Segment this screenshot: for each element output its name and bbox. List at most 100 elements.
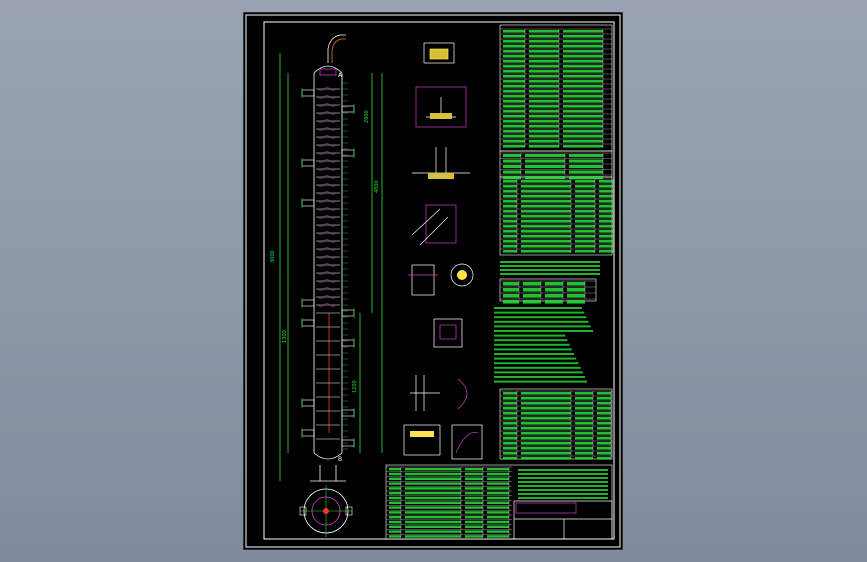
tray-bubble-cap <box>317 87 337 91</box>
table-cell-text <box>575 447 593 450</box>
table-cell-text <box>521 432 571 435</box>
table-cell-text <box>405 501 461 504</box>
nozzle <box>301 429 315 437</box>
table-cell-text <box>503 200 517 203</box>
tray-bubble-cap <box>317 103 337 107</box>
tray-bubble-cap <box>317 135 337 139</box>
table-cell-text <box>487 477 509 480</box>
column-elevation <box>279 34 383 482</box>
table-cell-text <box>575 245 595 248</box>
table-cell-text <box>563 125 603 128</box>
table-cell-text <box>487 501 509 504</box>
table-cell-text <box>599 220 613 223</box>
title-block-line <box>518 473 608 475</box>
tray-bubble-cap <box>317 127 337 131</box>
table-cell-text <box>503 250 517 253</box>
table-cell-text <box>521 190 571 193</box>
table-cell-text <box>465 525 483 528</box>
title-block-line <box>518 481 608 483</box>
title-block <box>513 500 613 540</box>
table-cell-text <box>599 200 613 203</box>
column-nozzles <box>301 82 355 450</box>
table-cell-text <box>521 235 571 238</box>
detail-views <box>403 42 483 460</box>
table-cell-text <box>465 472 483 476</box>
table-cell-text <box>575 210 595 213</box>
table-cell-text <box>405 520 461 524</box>
table-cell-text <box>575 240 595 243</box>
table-cell-text <box>575 230 595 233</box>
table-cell-text <box>599 180 613 183</box>
table-cell-text <box>529 65 559 68</box>
table-cell-text <box>521 180 571 183</box>
table-cell-text <box>487 506 509 509</box>
table-cell-text <box>503 220 517 223</box>
table-cell-text <box>465 501 483 504</box>
tray-bubble-cap <box>317 111 337 115</box>
table-cell-text <box>503 442 517 445</box>
table-cell-text <box>597 437 611 440</box>
table-cell-text <box>529 40 559 43</box>
table-cell-text <box>487 487 509 490</box>
table-cell-text <box>529 105 559 108</box>
table-cell-text <box>521 215 571 218</box>
table-cell-text <box>503 185 517 188</box>
table-cell-text <box>575 412 593 415</box>
table-cell-text <box>599 235 613 238</box>
table-cell-text <box>503 190 517 193</box>
table-cell-text <box>503 230 517 233</box>
table-cell-text <box>405 477 461 480</box>
table-cell-text <box>503 125 525 128</box>
tray-bubble-cap <box>317 223 337 227</box>
table-cell-text <box>503 176 521 180</box>
table-cell-text <box>503 407 517 410</box>
table-cell-text <box>389 530 401 533</box>
table-cell-text <box>529 145 559 148</box>
table-cell-text <box>503 120 525 123</box>
table-cell-text <box>597 417 611 420</box>
table-cell-text <box>597 402 611 405</box>
table-cell-text <box>405 506 461 509</box>
table-cell-text <box>597 452 611 455</box>
note-line <box>494 334 566 337</box>
tray-bubble-cap <box>317 271 337 275</box>
note-line <box>494 348 572 351</box>
table-cell-text <box>405 487 461 490</box>
table-cell-text <box>597 422 611 425</box>
column-trays <box>316 87 340 440</box>
table-cell-text <box>599 215 613 218</box>
table-cell-text <box>545 300 563 304</box>
table-cell-text <box>503 90 525 93</box>
table-cell-text <box>525 165 565 169</box>
tray-bubble-cap <box>317 263 337 267</box>
table-cell-text <box>563 90 603 93</box>
table-cell-text <box>521 240 571 243</box>
table-cell-text <box>529 70 559 73</box>
table-cell-text <box>529 55 559 58</box>
nozzle <box>301 299 315 307</box>
table-cell-text <box>487 472 509 476</box>
table-cell-text <box>529 125 559 128</box>
note-line <box>494 353 574 355</box>
table-cell-text <box>503 50 525 53</box>
table-cell-text <box>465 482 483 485</box>
table-cell-text <box>569 159 603 163</box>
table-cell-text <box>465 468 483 471</box>
table-cell-text <box>525 154 565 158</box>
table-cell-text <box>529 80 559 83</box>
table-cell-text <box>569 170 603 174</box>
table-cell-text <box>575 407 593 410</box>
table-cell-text <box>523 300 541 304</box>
title-block-line <box>518 497 608 499</box>
table-cell-text <box>529 50 559 53</box>
table-cell-text <box>597 447 611 450</box>
table-cell-text <box>503 397 517 400</box>
note-line <box>500 269 600 271</box>
table-cell-text <box>405 511 461 514</box>
table-cell-text <box>563 110 603 113</box>
table-cell-text <box>599 245 613 248</box>
table-cell-text <box>503 145 525 148</box>
table-cell-text <box>503 154 521 158</box>
table-cell-text <box>465 477 483 480</box>
dim-label-bottom: 1200 <box>352 380 358 393</box>
